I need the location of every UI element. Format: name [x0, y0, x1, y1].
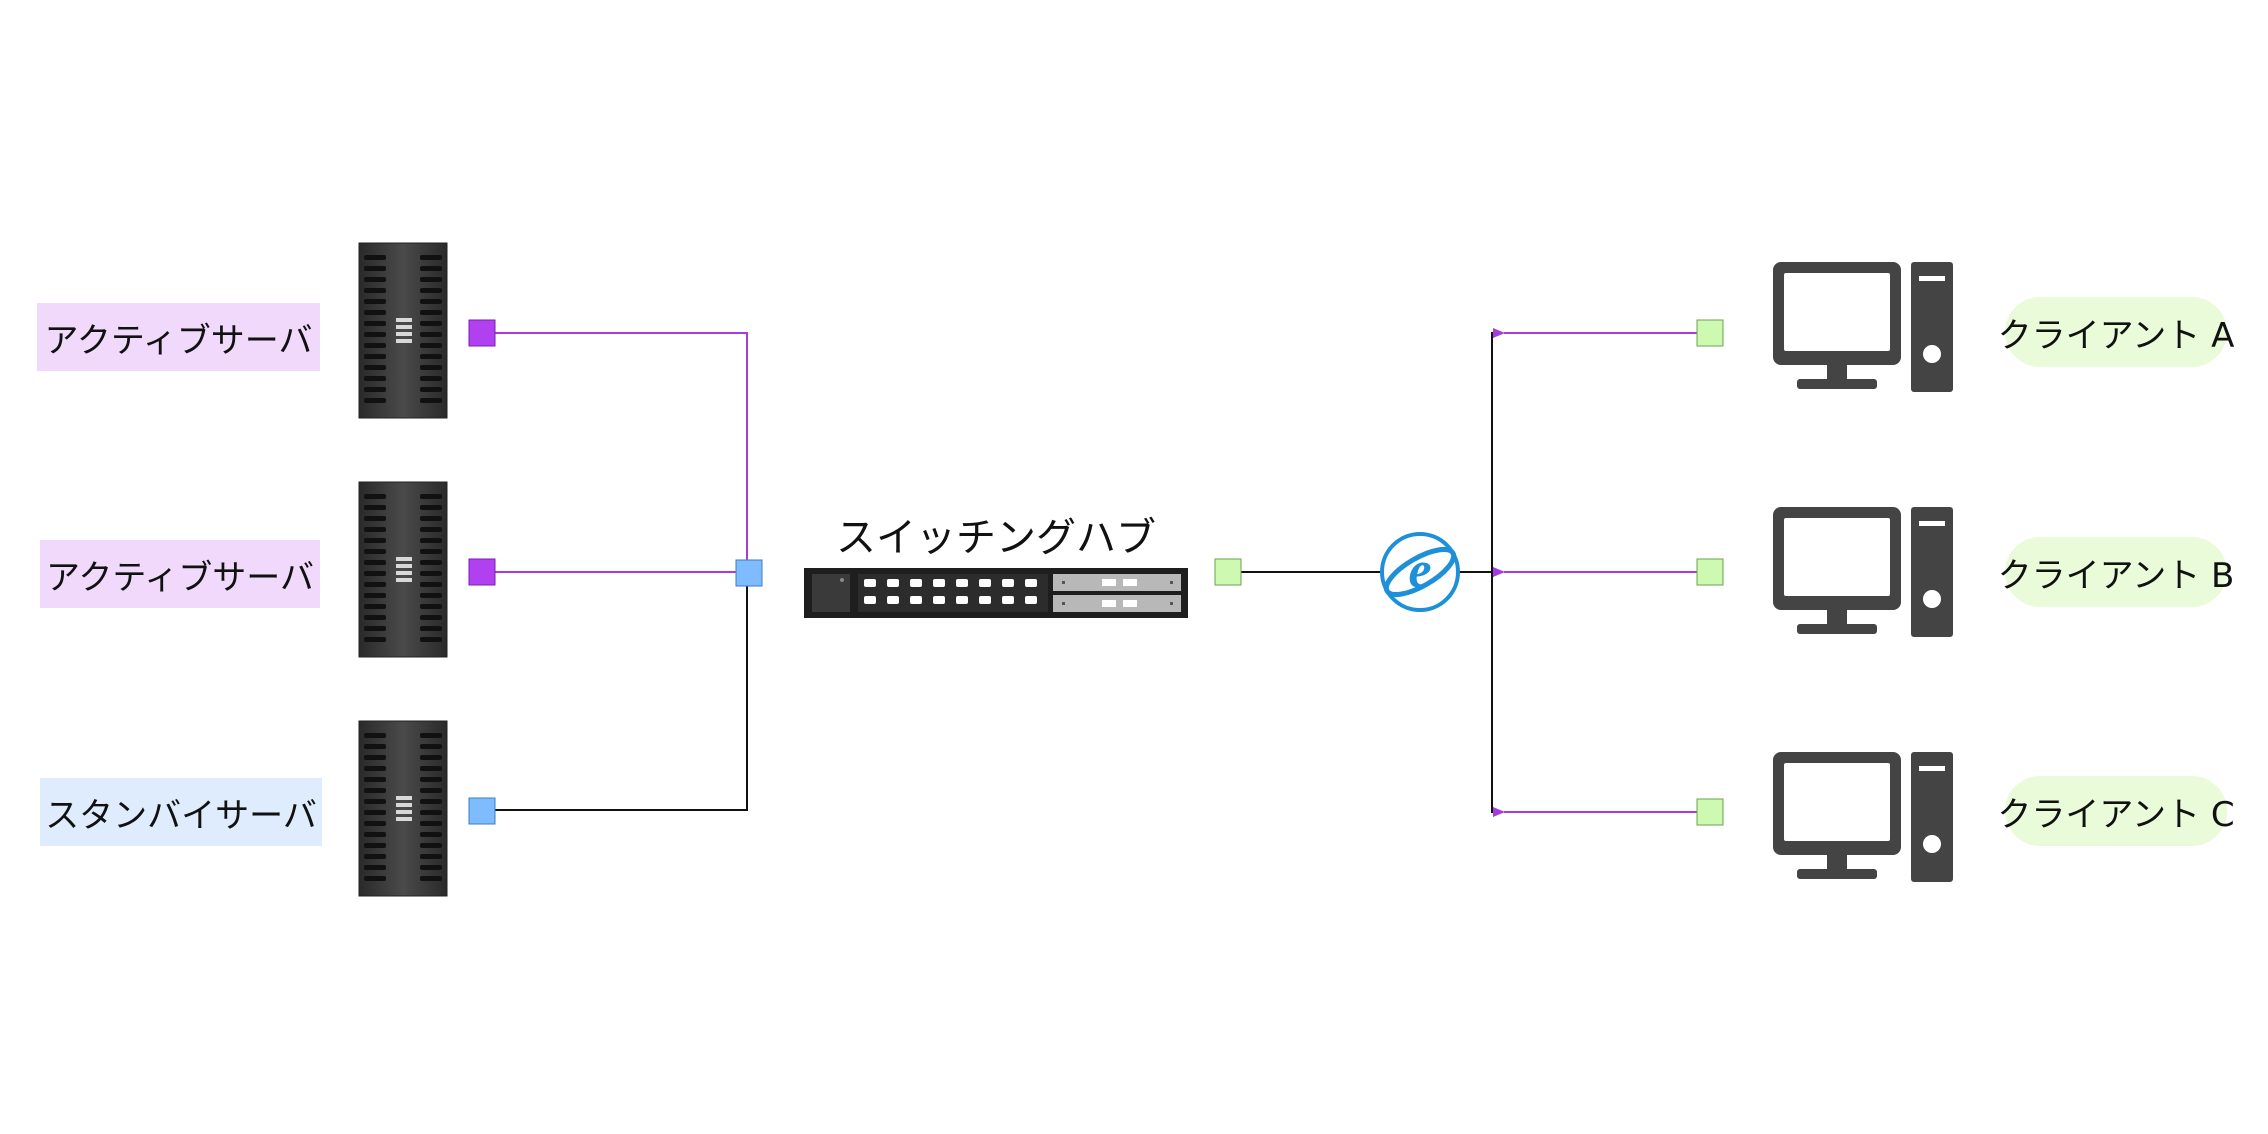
- server-rack-icon: [358, 481, 448, 658]
- internet-explorer-icon: e: [1380, 532, 1460, 612]
- server-label-standby: スタンバイサーバ: [40, 778, 322, 846]
- active-server-port-2: [468, 558, 496, 586]
- server-label-active-2: アクティブサーバ: [40, 540, 320, 608]
- connections: [484, 328, 1698, 817]
- client-b-port: [1696, 558, 1724, 586]
- server-rack-icon: [358, 242, 448, 419]
- switching-hub-icon: [804, 568, 1188, 618]
- client-label-a: クライアント A: [1998, 297, 2234, 367]
- standby-server-port: [468, 797, 496, 825]
- hub-server-side-port: [735, 559, 763, 587]
- arrow-to-active-server-1: [484, 328, 748, 569]
- server-rack-icon: [358, 720, 448, 897]
- desktop-computer-icon: [1773, 752, 1953, 882]
- hub-title: スイッチングハブ: [836, 515, 1156, 561]
- client-label-b: クライアント B: [1998, 537, 2234, 607]
- line-to-standby-server: [495, 582, 748, 811]
- svg-text:e: e: [1408, 542, 1431, 599]
- client-a-port: [1696, 319, 1724, 347]
- desktop-computer-icon: [1773, 507, 1953, 637]
- server-label-active-1: アクティブサーバ: [37, 303, 320, 371]
- client-label-c: クライアント C: [1997, 776, 2235, 846]
- client-c-port: [1696, 798, 1724, 826]
- active-server-port-1: [468, 319, 496, 347]
- desktop-computer-icon: [1773, 262, 1953, 392]
- hub-client-side-port: [1214, 558, 1242, 586]
